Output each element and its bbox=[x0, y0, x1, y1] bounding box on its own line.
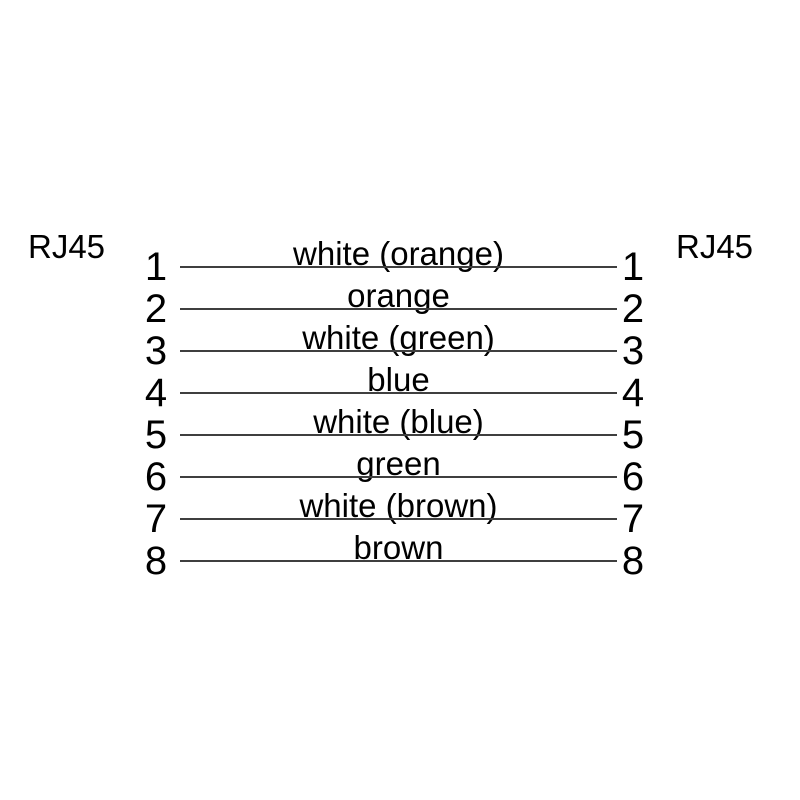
pin-number-left: 4 bbox=[144, 371, 168, 415]
pin-number-left: 6 bbox=[144, 455, 168, 499]
wire-line bbox=[180, 308, 617, 310]
pin-number-left: 5 bbox=[144, 413, 168, 457]
wire-line bbox=[180, 560, 617, 562]
wire-line bbox=[180, 518, 617, 520]
wire-line bbox=[180, 434, 617, 436]
wire-color-label: orange bbox=[347, 277, 450, 314]
connector-label-right: RJ45 bbox=[676, 228, 754, 265]
pin-number-right: 6 bbox=[621, 455, 645, 499]
pin-number-left: 3 bbox=[144, 329, 168, 373]
pin-number-right: 7 bbox=[621, 497, 645, 541]
wire-color-label: white (green) bbox=[302, 319, 495, 356]
pin-number-right: 2 bbox=[621, 287, 645, 331]
connector-label-left: RJ45 bbox=[28, 228, 106, 265]
wire-color-label: blue bbox=[367, 361, 430, 398]
pin-number-left: 1 bbox=[144, 245, 168, 289]
pin-number-right: 8 bbox=[621, 539, 645, 583]
pin-number-left: 8 bbox=[144, 539, 168, 583]
wire-color-label: green bbox=[356, 445, 441, 482]
pin-number-left: 7 bbox=[144, 497, 168, 541]
wire-line bbox=[180, 350, 617, 352]
pin-number-right: 3 bbox=[621, 329, 645, 373]
wire-line bbox=[180, 266, 617, 268]
pin-number-right: 5 bbox=[621, 413, 645, 457]
wire-line bbox=[180, 392, 617, 394]
pin-number-left: 2 bbox=[144, 287, 168, 331]
pin-number-right: 1 bbox=[621, 245, 645, 289]
wire-color-label: white (blue) bbox=[313, 403, 484, 440]
wire-line bbox=[180, 476, 617, 478]
wire-color-label: brown bbox=[353, 529, 444, 566]
wire-color-label: white (orange) bbox=[293, 235, 504, 272]
wire-color-label: white (brown) bbox=[299, 487, 498, 524]
pin-number-right: 4 bbox=[621, 371, 645, 415]
